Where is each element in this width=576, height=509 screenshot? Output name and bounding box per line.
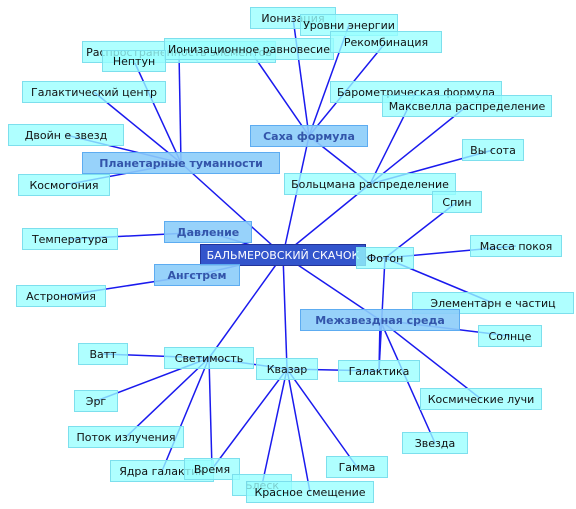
edge-saha-ionizatsiya bbox=[292, 17, 310, 137]
node-vatt[interactable]: Ватт bbox=[78, 343, 128, 365]
node-vremya[interactable]: Время bbox=[184, 458, 240, 480]
node-maxwell[interactable]: Максвелла распределение bbox=[382, 95, 552, 117]
node-erg[interactable]: Эрг bbox=[74, 390, 118, 412]
node-potok[interactable]: Поток излучения bbox=[68, 426, 184, 448]
edge-planetarnye-galakt_centr bbox=[93, 91, 182, 164]
node-elem_chast[interactable]: Элементарн е частиц bbox=[412, 292, 574, 314]
node-kvazar[interactable]: Квазар bbox=[256, 358, 318, 380]
node-boltsman[interactable]: Больцмана распределение bbox=[284, 173, 456, 195]
node-dvoinye[interactable]: Двойн е звезд bbox=[8, 124, 124, 146]
edge-mezhzv-kosm_luchi bbox=[379, 319, 482, 400]
edge-boltsman-maxwell bbox=[369, 105, 468, 185]
node-urovni[interactable]: Уровни энергии bbox=[300, 14, 398, 36]
node-ion_ravn[interactable]: Ионизационное равновесие bbox=[164, 38, 334, 60]
edge-root-planetarnye bbox=[180, 162, 284, 256]
edge-planetarnye-neptun bbox=[133, 60, 182, 164]
node-astronomiya[interactable]: Астрономия bbox=[16, 285, 106, 307]
node-solntse[interactable]: Солнце bbox=[478, 325, 542, 347]
node-gamma[interactable]: Гамма bbox=[326, 456, 388, 478]
edge-kvazar-blesk bbox=[261, 368, 288, 486]
node-vysota[interactable]: Вы сота bbox=[462, 139, 524, 161]
node-spin[interactable]: Спин bbox=[432, 191, 482, 213]
node-krasnoe[interactable]: Красное смещение bbox=[246, 481, 374, 503]
node-rekombinatsiya[interactable]: Рекомбинация bbox=[330, 31, 442, 53]
node-root[interactable]: БАЛЬМЕРОВСКИЙ СКАЧОК bbox=[200, 244, 366, 266]
node-svetimost[interactable]: Светимость bbox=[164, 347, 254, 369]
node-massa[interactable]: Масса покоя bbox=[470, 235, 562, 257]
edge-saha-ion_ravn bbox=[248, 48, 310, 137]
edge-svetimost-yadra bbox=[161, 357, 210, 472]
node-temperatura[interactable]: Температура bbox=[22, 228, 118, 250]
edge-planetarnye-rasprostr bbox=[178, 51, 182, 164]
node-galakt_centr[interactable]: Галактический центр bbox=[22, 81, 166, 103]
edge-root-boltsman bbox=[282, 183, 371, 256]
edge-kvazar-vremya bbox=[211, 368, 288, 470]
edge-root-saha bbox=[282, 135, 310, 256]
node-foton[interactable]: Фотон bbox=[356, 247, 414, 269]
node-galaktika[interactable]: Галактика bbox=[338, 360, 420, 382]
node-kosm_luchi[interactable]: Космические лучи bbox=[420, 388, 542, 410]
node-neptun[interactable]: Нептун bbox=[102, 50, 166, 72]
node-planetarnye[interactable]: Планетарные туманности bbox=[82, 152, 280, 174]
node-saha[interactable]: Саха формула bbox=[250, 125, 368, 147]
edge-svetimost-potok bbox=[125, 357, 210, 438]
edge-root-kvazar bbox=[282, 254, 288, 370]
node-davlenie[interactable]: Давление bbox=[164, 221, 252, 243]
node-kosmogoniya[interactable]: Космогония bbox=[18, 174, 110, 196]
node-angstrem[interactable]: Ангстрем bbox=[154, 264, 240, 286]
edge-kvazar-krasnoe bbox=[286, 368, 311, 493]
node-zvezda[interactable]: Звезда bbox=[402, 432, 468, 454]
edge-root-svetimost bbox=[208, 254, 284, 359]
node-mezhzv[interactable]: Межзвездная среда bbox=[300, 309, 460, 331]
edge-svetimost-vremya bbox=[208, 357, 213, 470]
edge-kvazar-gamma bbox=[286, 368, 358, 468]
